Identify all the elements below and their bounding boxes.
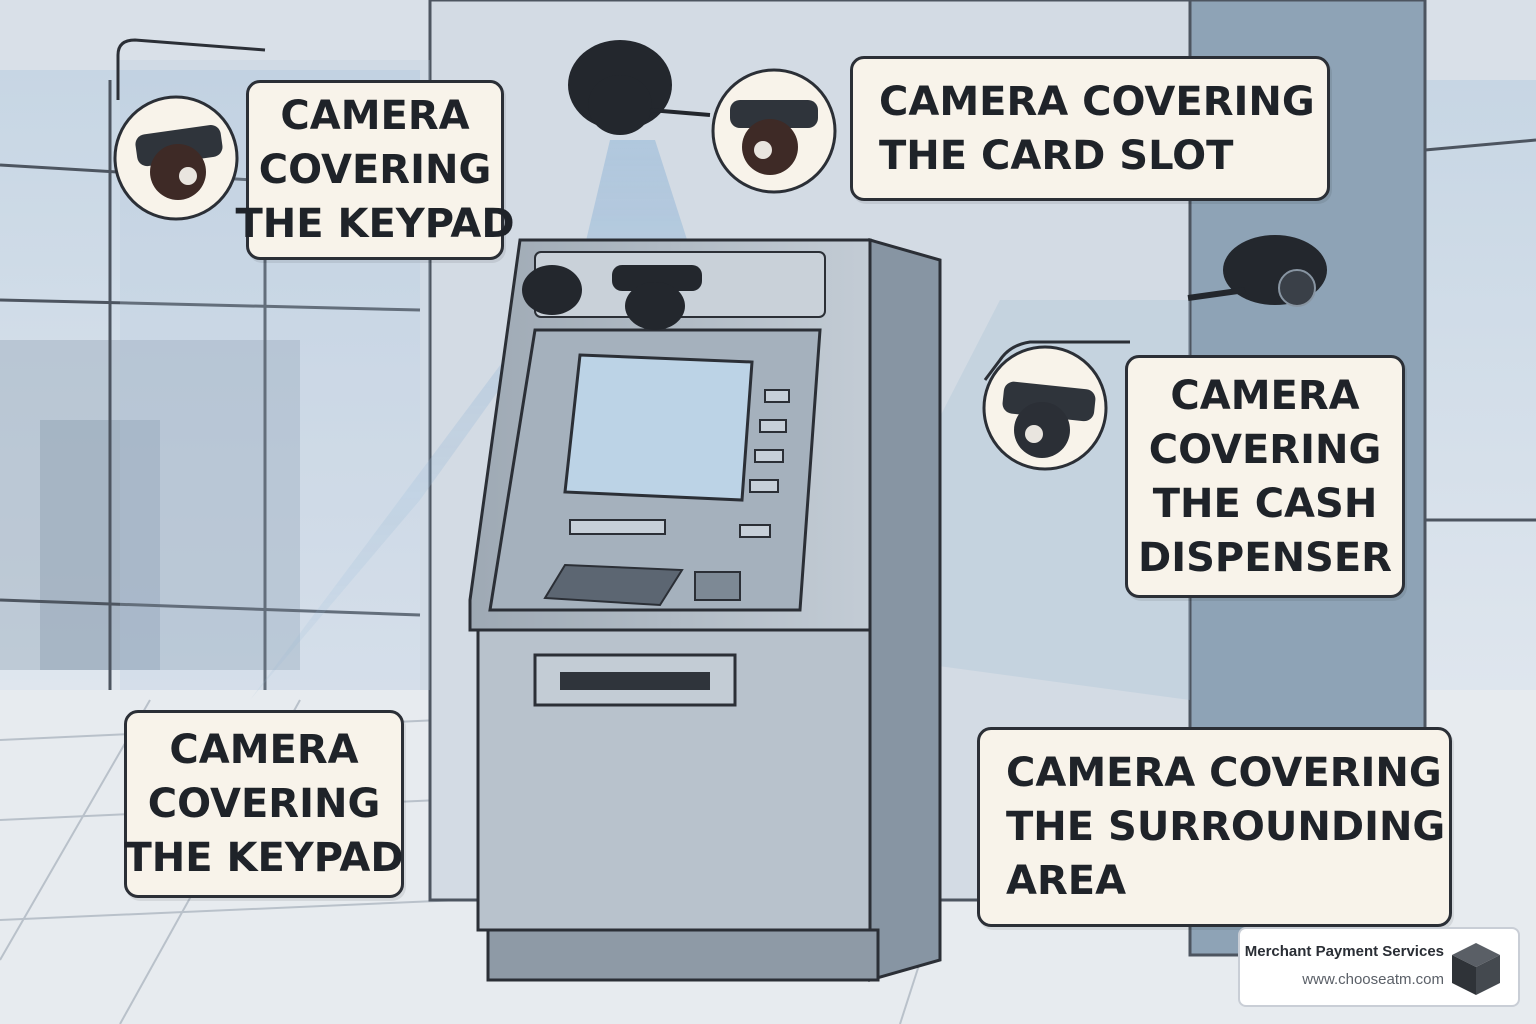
callout-line: Camera [169,727,359,773]
atm-cash-slot [560,672,710,690]
callout-line: Area [1006,858,1127,904]
callout-line: the Keypad [235,201,515,247]
security-camera-icon [113,95,239,221]
callout-line: Camera Covering [1006,750,1442,796]
security-camera-icon [982,345,1108,471]
ceiling-camera [568,40,711,135]
callout-surrounding-area-camera: Camera Covering the Surrounding Area [977,727,1452,927]
callout-cash-dispenser-camera: Camera Covering the Cash Dispenser [1125,355,1405,598]
callout-line: the Card Slot [879,132,1234,179]
company-url[interactable]: www.chooseatm.com [1302,971,1444,988]
atm-keypad [543,563,684,607]
atm-machine [468,238,942,982]
callout-card-slot-camera: Camera Covering the Card Slot [850,56,1330,201]
callout-line: Covering [1148,426,1382,473]
callout-line: the Cash [1152,480,1378,527]
callout-line: Covering [258,147,492,193]
atm-card-reader [694,571,741,601]
callout-line: the Surrounding [1006,804,1446,850]
callout-line: Camera [280,93,470,139]
callout-line: Dispenser [1138,534,1392,581]
cube-logo-icon [1452,943,1500,995]
callout-line: Covering [147,781,381,827]
branding-badge: Merchant Payment Services www.chooseatm.… [1238,927,1520,1007]
leader-lines [116,38,1130,381]
callout-line: the Keypad [124,835,404,881]
callout-keypad-camera-bottom: Camera Covering the Keypad [124,710,404,898]
pillar-camera [1187,235,1327,307]
callout-line: Camera [1170,372,1360,419]
right-window [1424,80,1536,700]
callout-keypad-camera-top: Camera Covering the Keypad [235,80,515,260]
atm-side-buttons [739,389,790,538]
security-camera-icon [711,68,837,194]
company-name: Merchant Payment Services [1244,943,1444,960]
callout-line: Camera Covering [879,78,1315,125]
